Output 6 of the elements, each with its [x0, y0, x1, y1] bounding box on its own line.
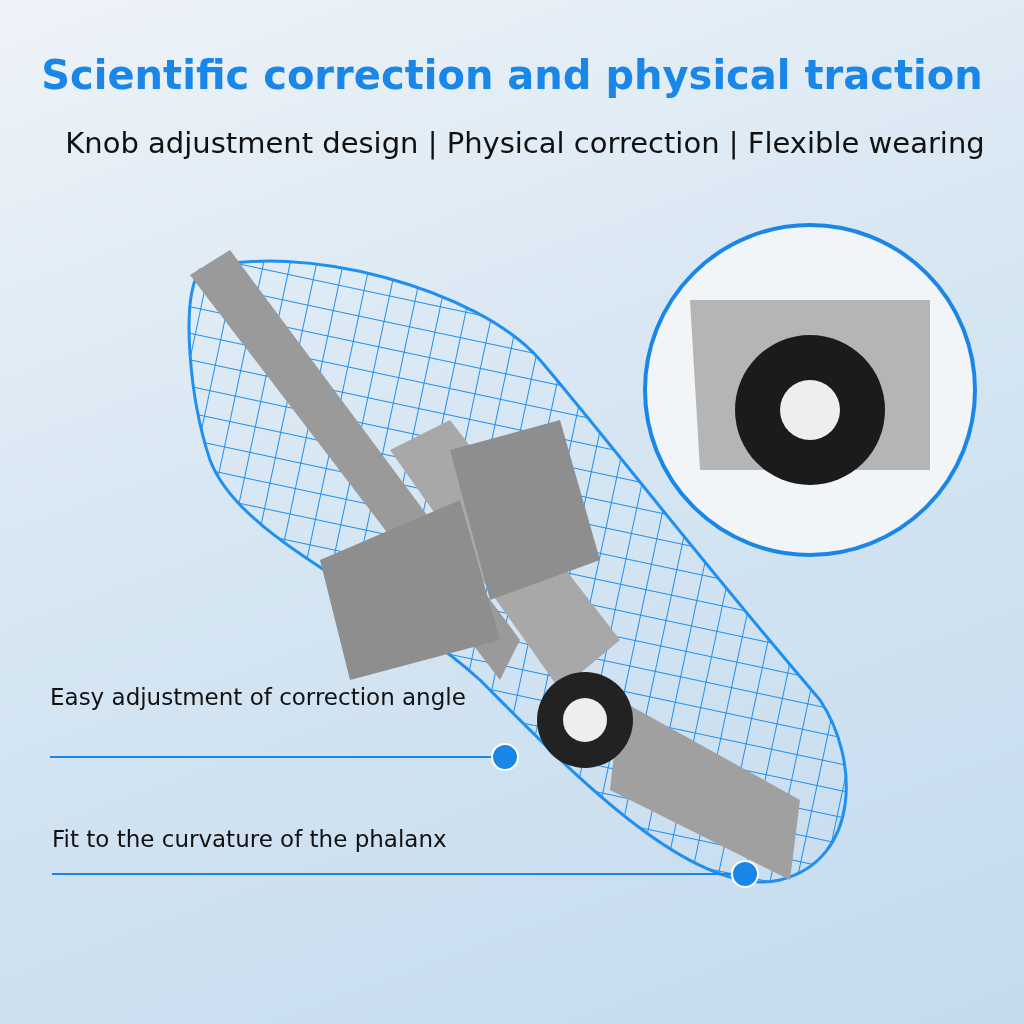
- leader-line: [51, 860, 759, 888]
- leader-line: [49, 743, 519, 771]
- callout-text: Fit to the curvature of the phalanx: [52, 826, 447, 852]
- callout-text: Easy adjustment of correction angle: [50, 684, 466, 710]
- title: Scientific correction and physical traction: [40, 52, 984, 98]
- subtitle: Knob adjustment design | Physical correction | Flexible wearing: [64, 126, 986, 160]
